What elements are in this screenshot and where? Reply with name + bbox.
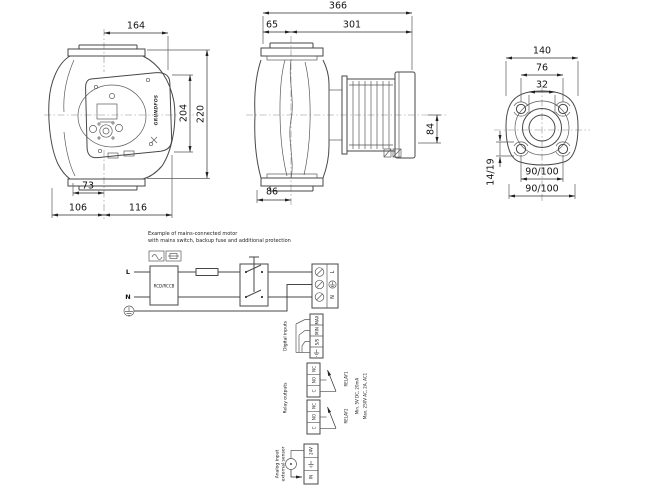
digital-terminal-ss: S/S xyxy=(314,338,319,345)
relay2-block xyxy=(306,399,337,435)
dim-total-height: 220 xyxy=(195,103,207,125)
dim-center-to-end: 301 xyxy=(342,19,362,31)
side-view xyxy=(246,11,446,206)
dim-box-height: 84 xyxy=(425,121,437,137)
dim-slot-size: 14/19 xyxy=(485,158,497,186)
analog-terminal-in: IN xyxy=(308,475,314,480)
relay1-terminal-c: C xyxy=(311,389,316,393)
analog-input-label2: external sensor xyxy=(281,446,287,482)
dim-bolt-circle-2: 90/100 xyxy=(525,183,559,195)
digital-inputs-block xyxy=(295,313,324,359)
relay1-block xyxy=(306,362,337,398)
fuse-symbol-icon xyxy=(165,250,182,262)
terminal-n-label: N xyxy=(329,295,336,299)
terminal-l-label: L xyxy=(329,270,336,274)
dim-center-to-left: 73 xyxy=(81,180,95,192)
brand-x-icon xyxy=(150,136,158,144)
relay1-terminal-no: NO xyxy=(311,376,316,384)
analog-terminal-24v: 24V xyxy=(308,446,314,455)
dim-left-width: 106 xyxy=(68,202,88,214)
digital-terminal-min: MIN xyxy=(314,326,319,335)
dim-right-width: 116 xyxy=(128,202,148,214)
mains-terminal-block xyxy=(311,263,339,309)
dim-bolt-circle-1: 90/100 xyxy=(525,166,559,178)
rcd-symbol-icon xyxy=(148,250,165,262)
control-buttons-icon xyxy=(89,121,123,140)
analog-input-block xyxy=(285,443,319,485)
relay1-terminal-nc: NC xyxy=(311,365,316,372)
dim-bore: 32 xyxy=(535,79,549,91)
dim-body-height: 204 xyxy=(178,102,190,124)
relay-outputs-label: Relay outputs xyxy=(283,382,289,414)
relay1-label: RELAY1 xyxy=(343,371,349,387)
wiring-caption-line1: Example of mains-connected motor xyxy=(148,231,238,237)
rcd-label: RCD/RCCB xyxy=(153,283,175,289)
flange-view xyxy=(494,56,590,203)
earth-terminal-icon xyxy=(328,280,337,289)
dim-flange-to-center: 65 xyxy=(265,19,279,31)
brand-logo: GRUNDFOS xyxy=(154,94,160,126)
sensor-icon xyxy=(285,458,297,470)
mains-switch-icon xyxy=(239,256,269,307)
relay2-label: RELAY2 xyxy=(343,408,349,424)
digital-terminal-max: MAX xyxy=(314,315,319,324)
wiring-caption-line2: with mains switch, backup fuse and addit… xyxy=(148,238,291,244)
analog-input-label1: Analog input xyxy=(275,449,281,479)
dim-outer-width: 140 xyxy=(532,45,552,57)
rcd-box xyxy=(149,265,179,306)
relay-spec-max: Max. 250V AC, 2A, AC1 xyxy=(362,372,368,420)
dim-hole-span: 76 xyxy=(535,62,549,74)
phase-label: L xyxy=(125,268,131,276)
earth-terminal-icon xyxy=(308,461,314,469)
relay-spec-min: Min. 5V DC, 20mA xyxy=(354,377,360,415)
relay2-terminal-no: NO xyxy=(311,413,316,421)
earth-terminal-icon xyxy=(313,349,320,357)
relay2-terminal-c: C xyxy=(311,426,316,430)
earth-ground-icon xyxy=(123,305,135,317)
wiring-diagram xyxy=(123,250,339,485)
digital-inputs-label: Digital inputs xyxy=(283,321,289,351)
dim-top-width: 164 xyxy=(126,20,146,32)
backup-fuse-icon xyxy=(195,268,219,276)
relay2-terminal-nc: NC xyxy=(311,402,316,409)
front-view xyxy=(44,29,210,219)
dim-flange-width: 86 xyxy=(265,186,279,198)
dim-total-length: 366 xyxy=(328,0,348,12)
neutral-label: N xyxy=(125,293,131,301)
